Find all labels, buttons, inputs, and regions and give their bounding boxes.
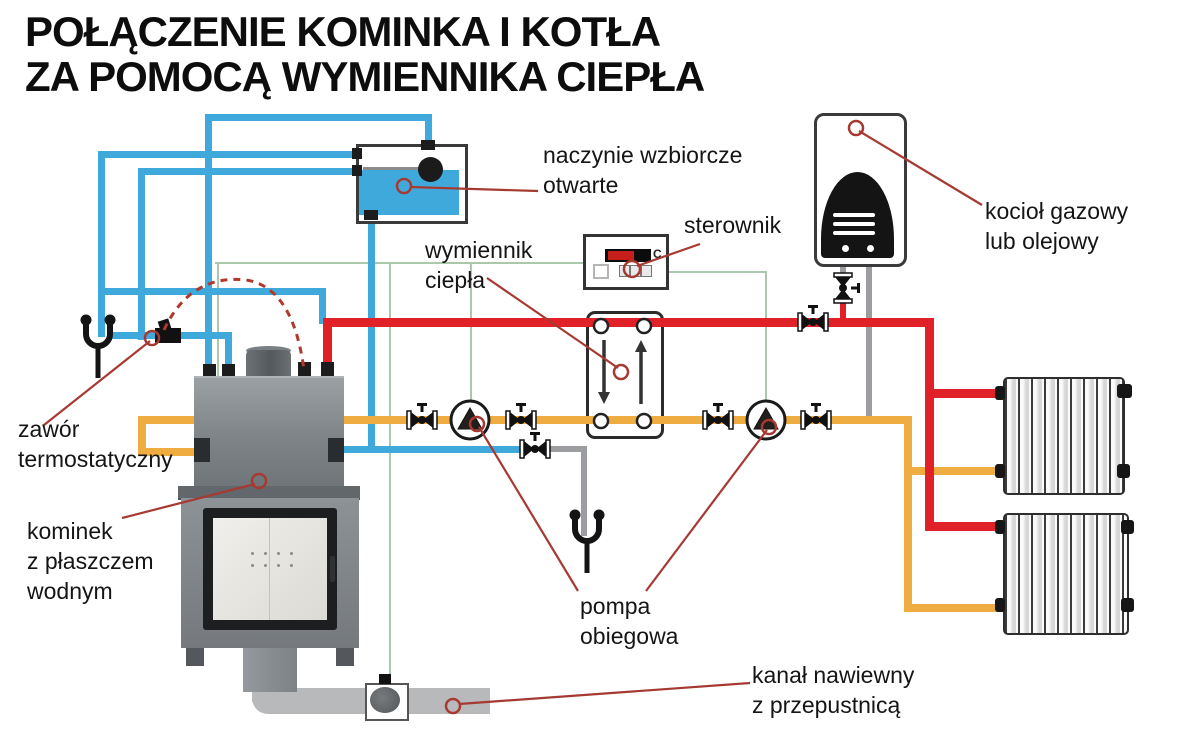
red-riser	[925, 318, 934, 531]
boiler-return-pipe	[866, 258, 872, 420]
fireplace-leg-right	[336, 648, 354, 666]
fireplace-port-4	[321, 362, 334, 377]
control-wire-damper	[389, 262, 391, 683]
fireplace-glass	[213, 518, 327, 620]
red-supply-main	[323, 318, 934, 327]
vessel-stub-left2	[352, 165, 362, 176]
blue-pipe-lower-horizontal	[344, 446, 526, 453]
page-title: POŁĄCZENIE KOMINKA I KOTŁA ZA POMOCĄ WYM…	[25, 8, 705, 100]
label-air-duct: kanał nawiewny z przepustnicą	[752, 662, 915, 718]
blue-pipe-to-vessel-top	[425, 114, 432, 148]
red-pipe-fireplace	[323, 318, 332, 378]
orange-riser	[904, 416, 912, 612]
blue-pipe-return-drop	[319, 288, 326, 324]
radiator1-plug-top	[1117, 384, 1132, 398]
damper-actuator	[379, 674, 391, 684]
valve-blue-drain	[519, 431, 551, 459]
orange-return-main	[342, 416, 912, 424]
controller-button-2	[630, 265, 641, 277]
label-heat-exchanger: wymiennik ciepła	[425, 237, 533, 293]
radiator1-inlet-nub	[995, 386, 1005, 400]
valve-boiler	[833, 272, 861, 304]
red-boiler-connection	[840, 297, 846, 321]
boiler-grill-stripe	[833, 222, 875, 226]
controller-button-large	[593, 264, 609, 279]
orange-loop-left	[138, 416, 146, 456]
vessel-stub-top	[421, 140, 435, 150]
fireplace-leg-left	[186, 648, 204, 666]
control-wire-pump2	[765, 271, 767, 403]
float-arm	[363, 167, 437, 170]
label-circulation-pump: pompa obiegowa	[580, 593, 679, 649]
boiler-grill-stripe	[833, 231, 875, 235]
radiator2-plug-top	[1121, 520, 1134, 534]
orange-loop-bottom	[142, 448, 198, 456]
fireplace-pedestal	[243, 648, 297, 692]
control-wire-fireplace-sensor	[217, 262, 219, 376]
control-wire-right	[663, 271, 767, 273]
blue-pipe-vessel-line1	[98, 151, 358, 158]
radiator2-inlet-nub	[995, 520, 1005, 534]
fireplace-flue	[246, 350, 291, 378]
blue-pipe-top-horizontal	[205, 114, 432, 121]
float-ball	[418, 157, 443, 182]
boiler-dot	[842, 245, 849, 252]
control-wire-left	[215, 262, 585, 264]
blue-pipe-vessel-down	[368, 218, 375, 453]
fireplace-port-3	[298, 362, 311, 377]
boiler-dot	[867, 245, 874, 252]
radiator2-plug-bottom	[1121, 598, 1134, 612]
title-line2: ZA POMOCĄ WYMIENNIKA CIEPŁA	[25, 52, 705, 100]
radiator-2	[1003, 513, 1129, 635]
thermostatic-valve-handle	[157, 318, 172, 332]
boiler-supply-pipe	[840, 258, 846, 282]
label-fireplace: kominek z płaszczem wodnym	[27, 518, 154, 604]
blue-pipe-thermo-line	[112, 332, 232, 339]
radiator-1	[1003, 377, 1125, 495]
red-branch-radiator1	[930, 389, 1005, 398]
label-expansion-vessel: naczynie wzbiorcze otwarte	[543, 142, 743, 198]
radiator1-plug-bottom	[1117, 464, 1130, 478]
radiator2-outlet-nub	[995, 598, 1005, 612]
drain-pipe-vertical	[581, 446, 587, 536]
radiator1-outlet-nub	[995, 464, 1005, 478]
fireplace-door-handle	[330, 556, 335, 582]
blue-pipe-left-drop	[205, 114, 212, 376]
blue-pipe-vessel-line2	[138, 168, 358, 175]
fireplace-side-port-left	[194, 438, 210, 462]
gas-oil-boiler	[814, 113, 907, 267]
boiler-grill-stripe	[833, 213, 875, 217]
label-thermostatic-valve: zawór termostatyczny	[18, 416, 173, 472]
blue-pipe-valve-drop	[138, 168, 145, 340]
orange-branch-radiator1	[908, 467, 1005, 475]
controller-unit-label: C	[653, 247, 662, 261]
fireplace-glass-seam	[269, 518, 270, 620]
controller-button-3	[641, 265, 652, 277]
controller-display-segment	[608, 251, 634, 260]
label-controller: sterownik	[684, 212, 782, 238]
blue-pipe-vent-drop	[98, 151, 105, 337]
orange-branch-radiator2	[908, 604, 1005, 612]
fireplace-water-jacket	[194, 376, 344, 490]
damper-disc	[370, 687, 400, 713]
fireplace-vent-dots	[251, 552, 254, 555]
fireplace-side-port-right	[328, 438, 344, 462]
red-branch-radiator2	[925, 522, 1005, 531]
safety-vent-right	[570, 510, 605, 574]
controller-button-1	[619, 265, 630, 277]
title-line1: POŁĄCZENIE KOMINKA I KOTŁA	[25, 8, 661, 55]
vessel-stub-left1	[352, 148, 362, 159]
orange-loop-top	[142, 416, 198, 424]
control-wire-pump1	[470, 262, 472, 402]
blue-pipe-return-horizontal	[98, 288, 326, 295]
vessel-stub-bottom	[364, 210, 378, 220]
air-damper	[365, 683, 409, 721]
vessel-water	[359, 170, 459, 215]
label-boiler: kocioł gazowy lub olejowy	[985, 198, 1129, 254]
controller: C	[583, 234, 669, 290]
